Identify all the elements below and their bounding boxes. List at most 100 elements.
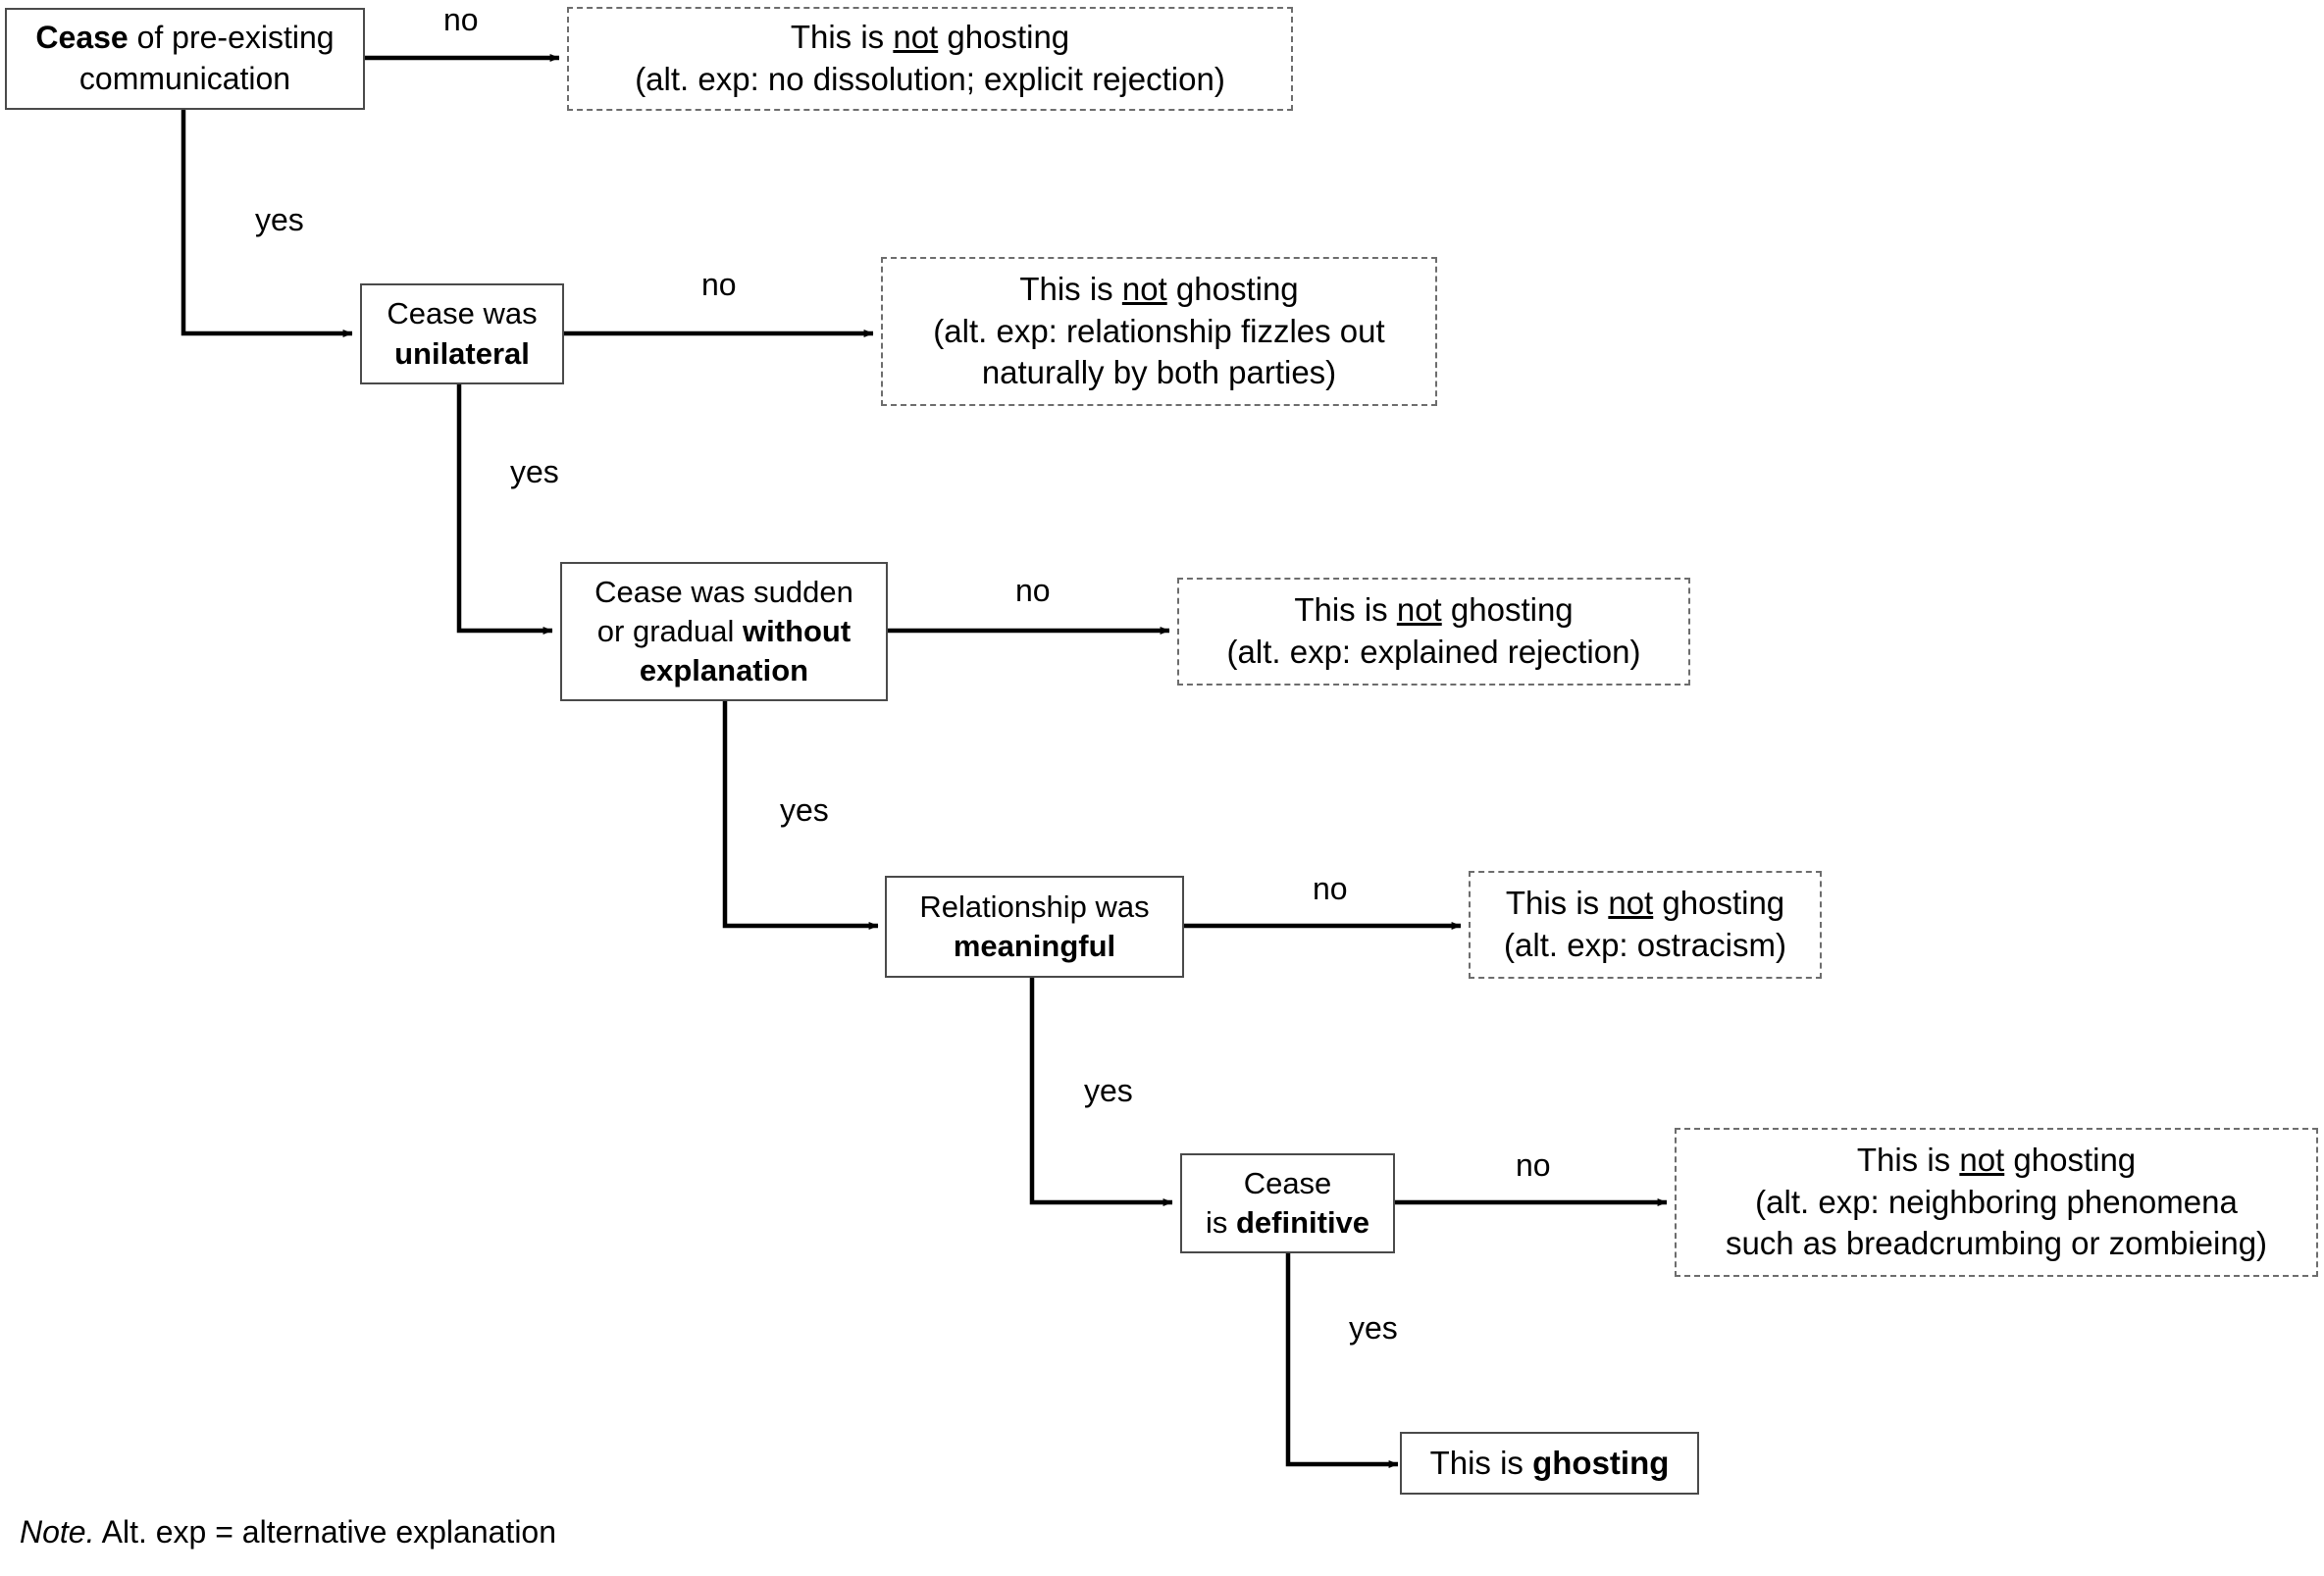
edge-label-no-5: no bbox=[1516, 1147, 1551, 1183]
node-text-line: (alt. exp: neighboring phenomena bbox=[1686, 1182, 2306, 1224]
edge-label-no-4: no bbox=[1313, 871, 1348, 906]
text-run: of pre-existing bbox=[128, 20, 335, 56]
node-text: Cease was unilateral bbox=[362, 294, 562, 374]
edge-label-no-2: no bbox=[701, 267, 737, 302]
node-text-line: (alt. exp: explained rejection) bbox=[1189, 632, 1678, 674]
emphasis-not: not bbox=[1396, 591, 1442, 629]
text-run: naturally by both parties) bbox=[981, 354, 1337, 391]
text-run: This is bbox=[1429, 1444, 1533, 1481]
emphasis-not: not bbox=[1959, 1141, 2005, 1178]
node-text-line: This is not ghosting bbox=[1686, 1140, 2306, 1182]
node-text-line: (alt. exp: ostracism) bbox=[1480, 925, 1810, 967]
text-run: (alt. exp: neighboring phenomena bbox=[1755, 1183, 2238, 1220]
text-run: This is bbox=[1294, 591, 1397, 629]
node-text: This is not ghosting(alt. exp: explained… bbox=[1179, 589, 1688, 674]
edge-d2-yes bbox=[456, 384, 553, 635]
node-text-line: Cease of pre-existing bbox=[17, 18, 353, 59]
edge-label-yes-4: yes bbox=[1084, 1073, 1133, 1108]
emphasis-bold: unilateral bbox=[394, 335, 530, 371]
emphasis-bold: Cease bbox=[35, 20, 129, 56]
node-text-line: Cease bbox=[1192, 1164, 1383, 1203]
text-run: ghosting bbox=[1166, 270, 1299, 307]
node-text-line: (alt. exp: no dissolution; explicit reje… bbox=[579, 59, 1281, 101]
node-text-line: or gradual without bbox=[572, 612, 876, 651]
node-text-line: is definitive bbox=[1192, 1203, 1383, 1243]
figure-note: Note. Alt. exp = alternative explanation bbox=[20, 1516, 556, 1548]
text-run: ghosting bbox=[1653, 885, 1785, 922]
text-run: This is bbox=[1019, 270, 1122, 307]
text-run: (alt. exp: no dissolution; explicit reje… bbox=[635, 61, 1225, 97]
note-prefix: Note. bbox=[20, 1514, 95, 1550]
text-run: such as breadcrumbing or zombieing) bbox=[1725, 1225, 2268, 1262]
node-text-line: Cease was bbox=[372, 294, 552, 333]
text-run: This is bbox=[1856, 1141, 1960, 1178]
node-text-line: such as breadcrumbing or zombieing) bbox=[1686, 1223, 2306, 1265]
node-text: This is not ghosting(alt. exp: no dissol… bbox=[569, 17, 1291, 101]
node-text-line: meaningful bbox=[897, 927, 1172, 966]
emphasis-not: not bbox=[1121, 270, 1167, 307]
node-cease-was-unilateral[interactable]: Cease was unilateral bbox=[360, 283, 564, 384]
node-text: This is not ghosting(alt. exp: relations… bbox=[883, 269, 1435, 395]
node-text-line: This is ghosting bbox=[1412, 1443, 1687, 1485]
emphasis-not: not bbox=[893, 19, 939, 56]
edge-label-yes-5: yes bbox=[1349, 1310, 1398, 1346]
node-this-is-ghosting[interactable]: This is ghosting bbox=[1400, 1432, 1699, 1495]
note-text: Alt. exp = alternative explanation bbox=[94, 1514, 557, 1550]
edge-label-no-1: no bbox=[443, 2, 479, 37]
node-text-line: This is not ghosting bbox=[893, 269, 1425, 311]
node-text-line: Cease was sudden bbox=[572, 573, 876, 612]
node-text-line: communication bbox=[17, 59, 353, 100]
text-run: or gradual bbox=[596, 613, 744, 648]
node-text-line: (alt. exp: relationship fizzles out bbox=[893, 311, 1425, 353]
node-relationship-was-meaningful[interactable]: Relationship was meaningful bbox=[885, 876, 1184, 978]
node-not-ghosting-fizzles-out[interactable]: This is not ghosting(alt. exp: relations… bbox=[881, 257, 1437, 406]
node-text: Relationship was meaningful bbox=[887, 888, 1182, 967]
emphasis-bold: ghosting bbox=[1532, 1444, 1670, 1481]
node-text-line: This is not ghosting bbox=[1189, 589, 1678, 632]
emphasis-bold: explanation bbox=[639, 653, 809, 688]
node-text-line: Relationship was bbox=[897, 888, 1172, 927]
node-text-line: This is not ghosting bbox=[1480, 883, 1810, 925]
text-run: ghosting bbox=[2004, 1141, 2137, 1178]
node-text: This is not ghosting(alt. exp: ostracism… bbox=[1471, 883, 1820, 967]
text-run: Cease bbox=[1243, 1165, 1332, 1200]
text-run: (alt. exp: explained rejection) bbox=[1226, 634, 1641, 670]
text-run: ghosting bbox=[1441, 591, 1574, 629]
text-run: ghosting bbox=[938, 19, 1070, 56]
node-not-ghosting-ostracism[interactable]: This is not ghosting(alt. exp: ostracism… bbox=[1469, 871, 1822, 979]
text-run: is bbox=[1205, 1205, 1236, 1240]
emphasis-bold: meaningful bbox=[953, 929, 1116, 963]
node-text-line: explanation bbox=[572, 651, 876, 690]
text-run: (alt. exp: relationship fizzles out bbox=[933, 312, 1385, 349]
node-not-ghosting-no-dissolution[interactable]: This is not ghosting(alt. exp: no dissol… bbox=[567, 7, 1293, 111]
edge-label-yes-3: yes bbox=[780, 792, 829, 828]
text-run: Cease was sudden bbox=[594, 574, 853, 609]
text-run: This is bbox=[1505, 885, 1609, 922]
edge-d5-yes bbox=[1285, 1253, 1399, 1468]
edge-label-yes-1: yes bbox=[255, 202, 304, 237]
text-run: (alt. exp: ostracism) bbox=[1504, 927, 1786, 963]
emphasis-bold: without bbox=[743, 613, 852, 648]
node-not-ghosting-explained-rejection[interactable]: This is not ghosting(alt. exp: explained… bbox=[1177, 578, 1690, 686]
emphasis-not: not bbox=[1608, 885, 1654, 922]
text-run: Relationship was bbox=[919, 889, 1150, 924]
node-text-line: naturally by both parties) bbox=[893, 352, 1425, 394]
node-text-line: This is not ghosting bbox=[579, 17, 1281, 59]
text-run: Cease was bbox=[387, 296, 538, 331]
node-text: This is ghosting bbox=[1402, 1443, 1697, 1485]
node-not-ghosting-neighboring-phenomena[interactable]: This is not ghosting(alt. exp: neighbori… bbox=[1675, 1128, 2318, 1277]
node-text-line: unilateral bbox=[372, 334, 552, 374]
edge-label-no-3: no bbox=[1015, 573, 1051, 608]
emphasis-bold: definitive bbox=[1235, 1205, 1370, 1240]
edge-label-yes-2: yes bbox=[510, 454, 559, 489]
text-run: communication bbox=[78, 61, 291, 96]
node-text: This is not ghosting(alt. exp: neighbori… bbox=[1677, 1140, 2316, 1266]
